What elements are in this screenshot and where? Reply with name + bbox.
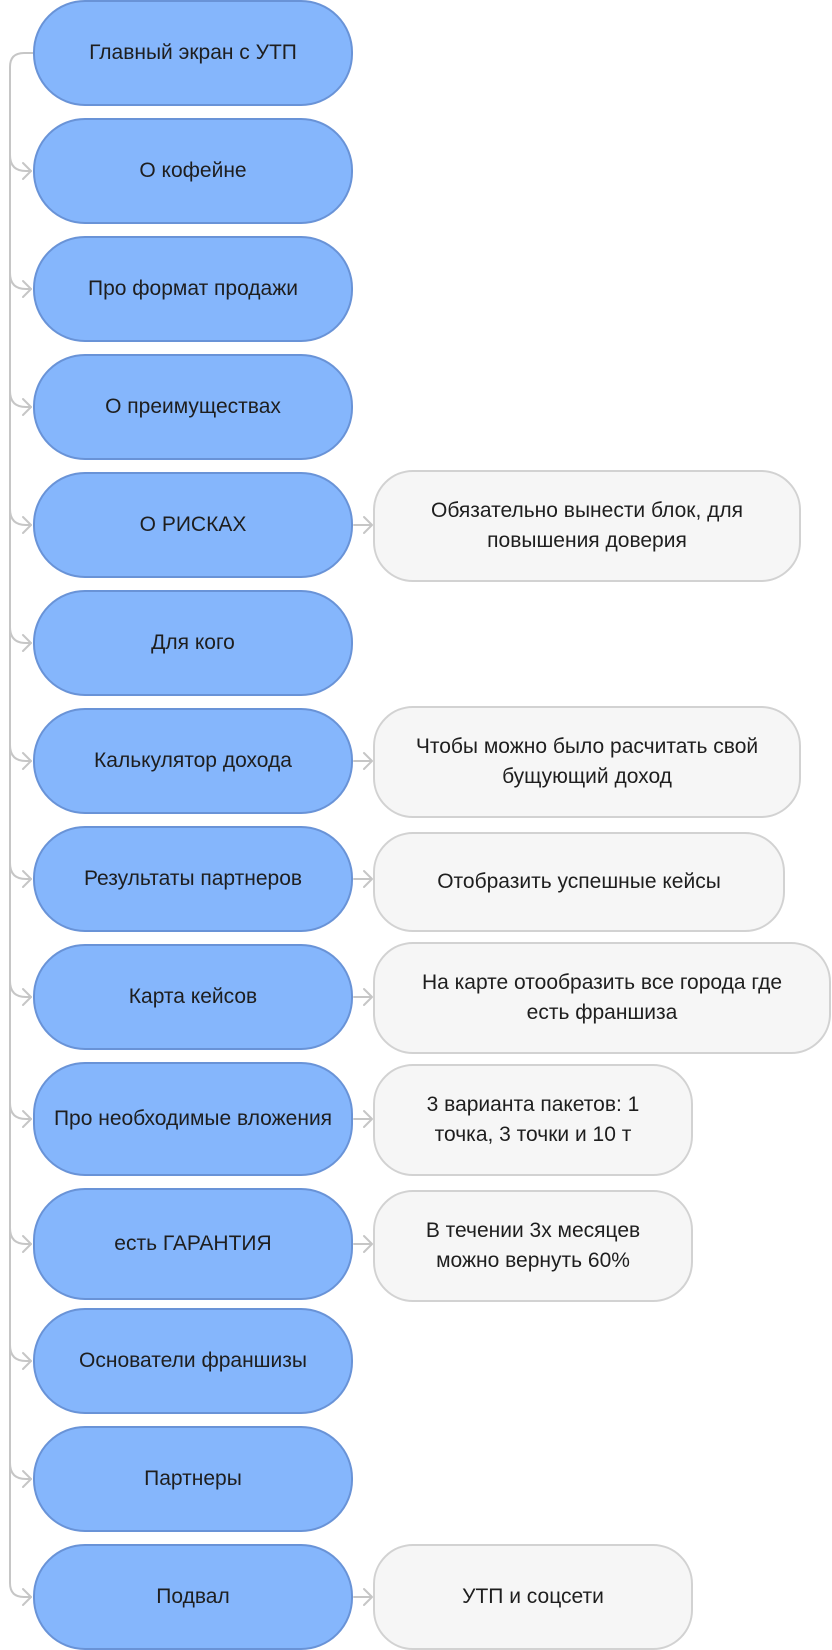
connector-branch (9, 1344, 32, 1362)
section-node-risks: О РИСКАХ (33, 472, 353, 578)
section-node-partner-results: Результаты партнеров (33, 826, 353, 932)
section-label: О РИСКАХ (139, 513, 247, 536)
section-node-partners: Партнеры (33, 1426, 353, 1532)
note-partner-results: Отобразить успешные кейсы (373, 832, 785, 932)
section-node-target-audience: Для кого (33, 590, 353, 696)
section-label: Калькулятор дохода (94, 749, 292, 772)
note-text: В течении 3х месяцев можно вернуть 60% (425, 1219, 641, 1272)
connector-arrow (22, 1352, 32, 1370)
connector-arrow (22, 988, 32, 1006)
section-label: О преимуществах (105, 395, 281, 418)
section-label: Главный экран с УТП (89, 41, 297, 64)
connector-arrow (22, 870, 32, 888)
section-label: Про формат продажи (87, 277, 298, 300)
section-label: Про необходимые вложения (53, 1107, 333, 1130)
note-text: На карте отообразить все города где есть… (421, 971, 783, 1024)
note-risks: Обязательно вынести блок, для повышения … (373, 470, 801, 582)
connector-branch (9, 980, 32, 998)
note-income-calculator: Чтобы можно было расчитать свой бущующий… (373, 706, 801, 818)
note-guarantee: В течении 3х месяцев можно вернуть 60% (373, 1190, 693, 1302)
section-node-sales-format: Про формат продажи (33, 236, 353, 342)
connector-arrow (22, 280, 32, 298)
note-connector-arrow (363, 1235, 373, 1253)
section-node-advantages: О преимуществах (33, 354, 353, 460)
section-node-guarantee: есть ГАРАНТИЯ (33, 1188, 353, 1300)
connector-branch (9, 508, 32, 526)
connector-arrow (22, 398, 32, 416)
connector-branch (9, 1102, 32, 1120)
note-cases-map: На карте отообразить все города где есть… (373, 942, 831, 1054)
note-connector-arrow (363, 1110, 373, 1128)
section-label: Основатели франшизы (79, 1349, 307, 1372)
connector-branch (9, 154, 32, 172)
section-label: Подвал (156, 1585, 230, 1608)
section-node-main-screen: Главный экран с УТП (33, 0, 353, 106)
section-node-footer: Подвал (33, 1544, 353, 1650)
note-text: УТП и соцсети (462, 1585, 604, 1608)
section-node-income-calculator: Калькулятор дохода (33, 708, 353, 814)
note-footer: УТП и соцсети (373, 1544, 693, 1650)
connector-branch (9, 272, 32, 290)
connector-branch (9, 626, 32, 644)
connector-trunk (9, 52, 34, 1598)
connector-branch (9, 390, 32, 408)
note-connector-arrow (363, 752, 373, 770)
note-text: Обязательно вынести блок, для повышения … (431, 499, 743, 552)
note-text: Отобразить успешные кейсы (437, 870, 721, 893)
connector-arrow (22, 752, 32, 770)
connector-arrow (22, 1110, 32, 1128)
note-text: 3 варианта пакетов: 1 точка, 3 точки и 1… (426, 1093, 640, 1146)
note-text: Чтобы можно было расчитать свой бущующий… (415, 735, 759, 788)
section-label: О кофейне (139, 159, 247, 182)
connector-branch (9, 1227, 32, 1245)
connector-branch (9, 862, 32, 880)
section-label: Партнеры (144, 1467, 242, 1490)
connector-arrow (22, 1588, 32, 1606)
note-connector-arrow (363, 1588, 373, 1606)
note-required-investment: 3 варианта пакетов: 1 точка, 3 точки и 1… (373, 1064, 693, 1176)
section-label: есть ГАРАНТИЯ (114, 1232, 272, 1255)
section-node-about-coffee-shop: О кофейне (33, 118, 353, 224)
section-node-required-investment: Про необходимые вложения (33, 1062, 353, 1176)
section-label: Для кого (151, 631, 235, 654)
connector-arrow (22, 1235, 32, 1253)
connector-arrow (22, 634, 32, 652)
connector-arrow (22, 1470, 32, 1488)
note-connector-arrow (363, 870, 373, 888)
section-label: Результаты партнеров (83, 867, 303, 890)
section-node-founders: Основатели франшизы (33, 1308, 353, 1414)
section-label: Карта кейсов (128, 985, 258, 1008)
connector-arrow (22, 516, 32, 534)
note-connector-arrow (363, 988, 373, 1006)
section-node-cases-map: Карта кейсов (33, 944, 353, 1050)
note-connector-arrow (363, 516, 373, 534)
connector-arrow (22, 162, 32, 180)
connector-branch (9, 1462, 32, 1480)
connector-branch (9, 744, 32, 762)
